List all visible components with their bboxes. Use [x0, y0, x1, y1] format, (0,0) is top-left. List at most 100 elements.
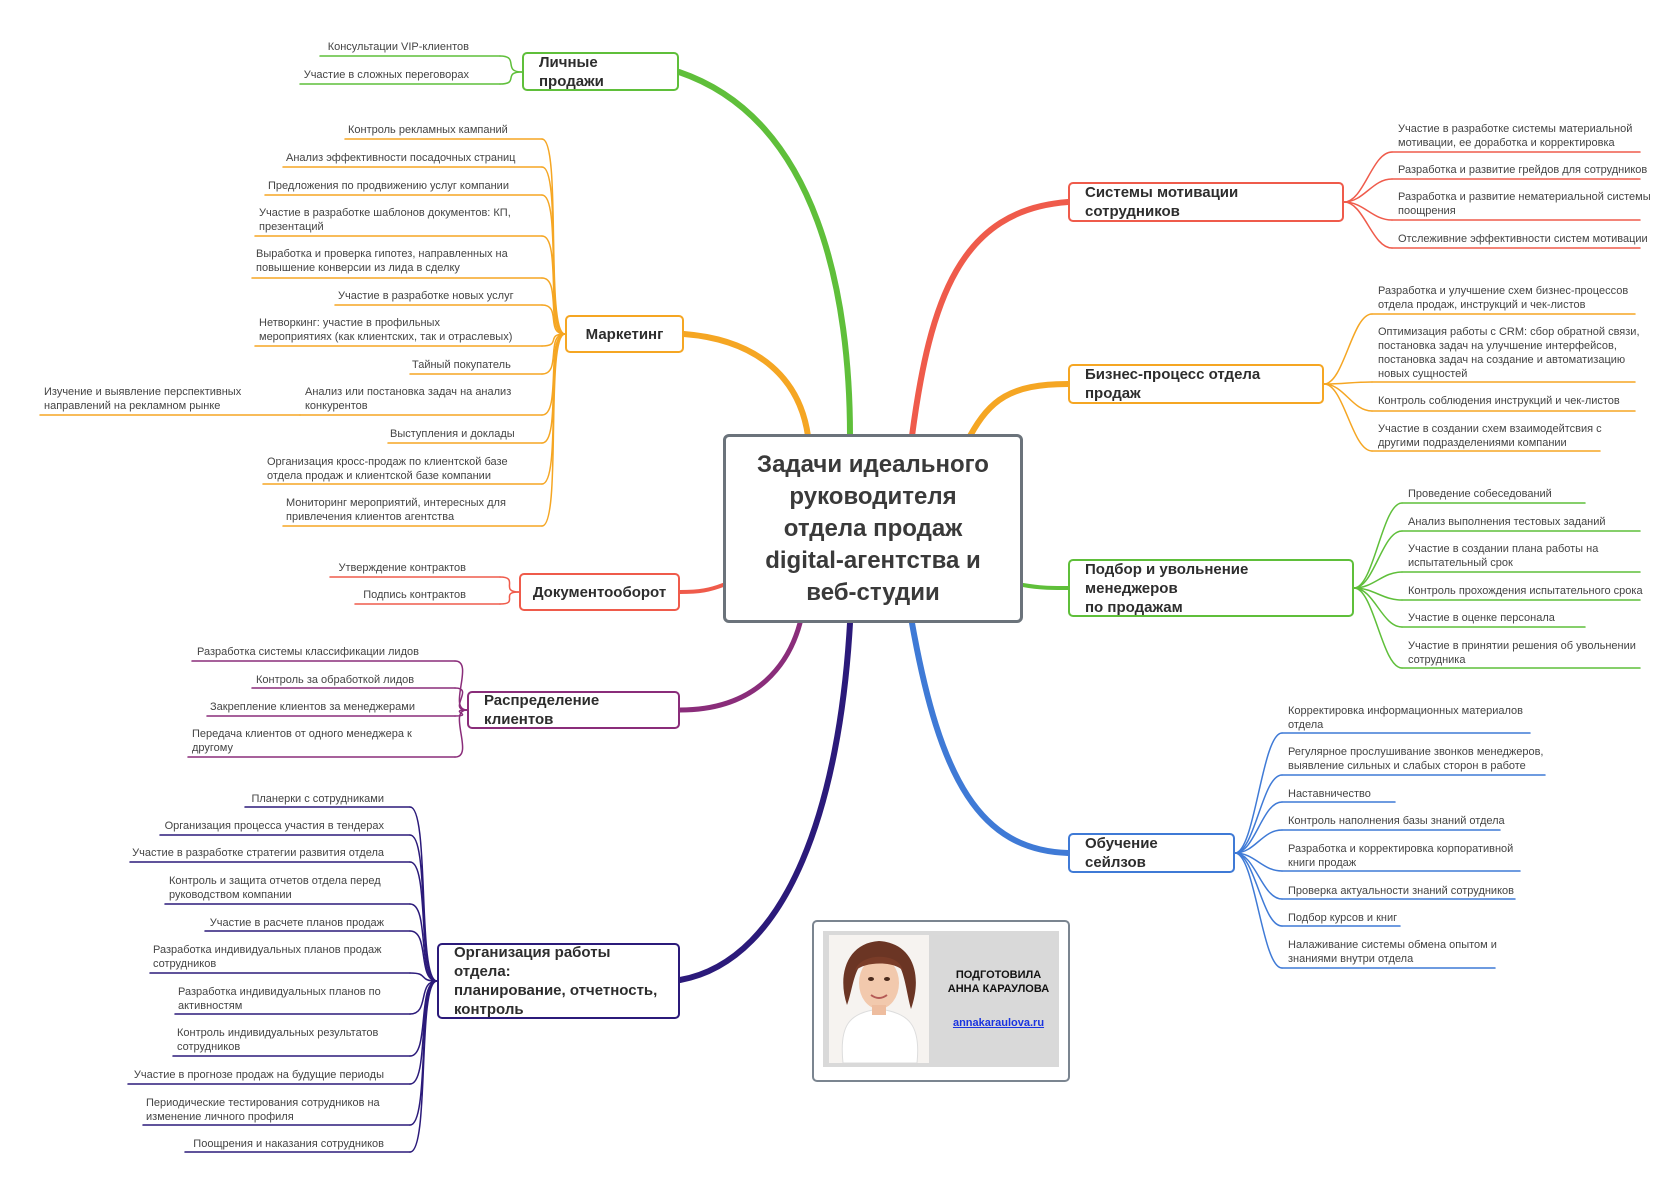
- branch-department-organization[interactable]: Организация работы отдела: планирование,…: [437, 943, 680, 1019]
- leaf-item[interactable]: Участие в прогнозе продаж на будущие пер…: [133, 1069, 384, 1081]
- leaf-item[interactable]: Оптимизация работы с CRM: сбор обратной …: [1378, 326, 1640, 380]
- leaf-item[interactable]: Предложения по продвижению услуг компани…: [268, 180, 509, 192]
- marketing-link-2: [541, 194, 566, 335]
- branch-label: Организация работы отдела: планирование,…: [454, 944, 658, 1018]
- trunk-process: [967, 381, 1071, 439]
- portrait-illustration: [829, 935, 929, 1063]
- leaf-item[interactable]: Участие в принятии решения об увольнении…: [1408, 640, 1636, 666]
- clients-link-1: [454, 687, 468, 711]
- leaf-item[interactable]: Подбор курсов и книг: [1288, 912, 1398, 924]
- training-link-3: [1234, 829, 1283, 854]
- org-link-4: [409, 930, 438, 982]
- leaf-item[interactable]: Тайный покупатель: [412, 359, 511, 371]
- leaf-item[interactable]: Разработка и развитие грейдов для сотруд…: [1398, 164, 1648, 176]
- leaf-item[interactable]: Корректировка информационных материалов …: [1288, 705, 1524, 731]
- branch-label: Документооборот: [532, 583, 667, 601]
- hiring-link-0: [1353, 502, 1403, 589]
- training-link-5: [1234, 852, 1283, 900]
- leaf-item[interactable]: Анализ или постановка задач на анализ ко…: [305, 386, 512, 412]
- leaf-item[interactable]: Участие в разработке системы материально…: [1398, 123, 1633, 149]
- hiring-link-1: [1353, 530, 1403, 589]
- leaf-item[interactable]: Разработка индивидуальных планов по акти…: [178, 986, 381, 1012]
- leaf-item[interactable]: Планерки с сотрудниками: [251, 793, 384, 805]
- docs-link-0: [499, 576, 520, 593]
- trunk-personal-sales: [676, 69, 853, 439]
- docs-link-1: [499, 591, 520, 605]
- process-link-0: [1323, 313, 1373, 385]
- branch-document-flow[interactable]: Документооборот: [519, 573, 680, 611]
- leaf-item[interactable]: Проверка актуальности знаний сотрудников: [1288, 885, 1514, 897]
- leaf-item[interactable]: Контроль соблюдения инструкций и чек-лис…: [1378, 395, 1620, 407]
- leaf-item[interactable]: Налаживание системы обмена опытом и знан…: [1288, 939, 1497, 965]
- org-link-6: [409, 980, 438, 1015]
- branch-client-distribution[interactable]: Распределение клиентов: [467, 691, 680, 729]
- trunk-motivation: [909, 199, 1071, 439]
- leaf-item[interactable]: Поощрения и наказания сотрудников: [193, 1138, 384, 1150]
- leaf-item[interactable]: Организация кросс-продаж по клиентской б…: [267, 456, 508, 482]
- author-website-link[interactable]: annakaraulova.ru: [952, 1017, 1045, 1029]
- branch-sales-training[interactable]: Обучение сейлзов: [1068, 833, 1235, 873]
- leaf-item[interactable]: Участие в сложных переговорах: [303, 69, 469, 81]
- central-topic[interactable]: Задачи идеального руководителя отдела пр…: [723, 434, 1023, 623]
- author-photo: [829, 935, 929, 1063]
- personal-sales-link-0: [499, 55, 523, 73]
- leaf-item[interactable]: Разработка и развитие нематериальной сис…: [1398, 191, 1651, 217]
- leaf-item[interactable]: Регулярное прослушивание звонков менедже…: [1288, 746, 1544, 772]
- leaf-item[interactable]: Выработка и проверка гипотез, направленн…: [256, 248, 508, 274]
- training-link-1: [1234, 774, 1283, 854]
- leaf-item[interactable]: Участие в разработке шаблонов документов…: [259, 207, 511, 233]
- leaf-item[interactable]: Разработка индивидуальных планов продаж …: [153, 944, 382, 970]
- branch-label: Распределение клиентов: [484, 692, 600, 728]
- leaf-item[interactable]: Участие в оценке персонала: [1408, 612, 1555, 624]
- leaf-item[interactable]: Наставничество: [1288, 788, 1371, 800]
- leaf-item[interactable]: Консультации VIP-клиентов: [327, 41, 469, 53]
- leaf-item[interactable]: Утверждение контрактов: [338, 562, 466, 574]
- leaf-item[interactable]: Закрепление клиентов за менеджерами: [210, 701, 416, 713]
- leaf-item[interactable]: Анализ эффективности посадочных страниц: [286, 152, 516, 164]
- leaf-item[interactable]: Участие в разработке стратегии развития …: [132, 847, 384, 859]
- org-link-2: [409, 861, 438, 982]
- leaf-item[interactable]: Контроль наполнения базы знаний отдела: [1288, 815, 1505, 827]
- branch-personal-sales[interactable]: Личные продажи: [522, 52, 679, 91]
- branch-label: Личные продажи: [539, 53, 604, 90]
- branch-label: Системы мотивации сотрудников: [1085, 184, 1239, 220]
- credit-background: ПОДГОТОВИЛА АННА КАРАУЛОВА annakaraulova…: [823, 931, 1059, 1067]
- leaf-item[interactable]: Участие в расчете планов продаж: [209, 917, 384, 929]
- leaf-item[interactable]: Нетворкинг: участие в профильных меропри…: [259, 317, 513, 343]
- leaf-item[interactable]: Передача клиентов от одного менеджера к …: [192, 728, 412, 754]
- leaf-item[interactable]: Контроль прохождения испытательного срок…: [1408, 585, 1643, 597]
- leaf-item[interactable]: Изучение и выявление перспективных напра…: [44, 386, 242, 412]
- leaf-item[interactable]: Отслеживние эффективности систем мотивац…: [1398, 233, 1648, 245]
- trunk-docs: [678, 583, 725, 594]
- leaf-item[interactable]: Контроль рекламных кампаний: [348, 124, 508, 136]
- branch-motivation-systems[interactable]: Системы мотивации сотрудников: [1068, 182, 1344, 222]
- leaf-item[interactable]: Разработка системы классификации лидов: [197, 646, 419, 658]
- central-topic-title: Задачи идеального руководителя отдела пр…: [757, 450, 989, 606]
- leaf-item[interactable]: Анализ выполнения тестовых заданий: [1408, 516, 1606, 528]
- branch-label: Маркетинг: [585, 325, 664, 343]
- leaf-item[interactable]: Участие в создании плана работы на испыт…: [1408, 543, 1599, 569]
- leaf-item[interactable]: Выступления и доклады: [390, 428, 515, 440]
- branch-hiring-firing[interactable]: Подбор и увольнение менеджеров по продаж…: [1068, 559, 1354, 617]
- leaf-item[interactable]: Контроль за обработкой лидов: [256, 674, 415, 686]
- process-link-1: [1323, 381, 1373, 385]
- branch-marketing[interactable]: Маркетинг: [565, 315, 684, 353]
- marketing-link-11: [541, 333, 566, 527]
- leaf-item[interactable]: Организация процесса участия в тендерах: [164, 820, 384, 832]
- training-link-6: [1234, 852, 1283, 927]
- leaf-item[interactable]: Разработка и корректировка корпоративной…: [1288, 843, 1514, 869]
- leaf-item[interactable]: Проведение собеседований: [1408, 488, 1552, 500]
- motivation-link-0: [1343, 151, 1393, 203]
- leaf-item[interactable]: Мониторинг мероприятий, интересных для п…: [286, 497, 506, 523]
- marketing-link-5: [541, 304, 566, 335]
- motivation-link-1: [1343, 178, 1393, 203]
- leaf-item[interactable]: Разработка и улучшение схем бизнес-проце…: [1378, 285, 1629, 311]
- leaf-item[interactable]: Подпись контрактов: [363, 589, 466, 601]
- leaf-item[interactable]: Контроль индивидуальных результатов сотр…: [177, 1027, 379, 1053]
- branch-sales-process[interactable]: Бизнес-процесс отдела продаж: [1068, 364, 1324, 404]
- leaf-item[interactable]: Участие в создании схем взаимодейтсвия с…: [1378, 423, 1602, 449]
- org-link-10: [409, 980, 438, 1153]
- leaf-item[interactable]: Участие в разработке новых услуг: [338, 290, 514, 302]
- leaf-item[interactable]: Контроль и защита отчетов отдела перед р…: [169, 875, 381, 901]
- leaf-item[interactable]: Периодические тестирования сотрудников н…: [146, 1097, 380, 1123]
